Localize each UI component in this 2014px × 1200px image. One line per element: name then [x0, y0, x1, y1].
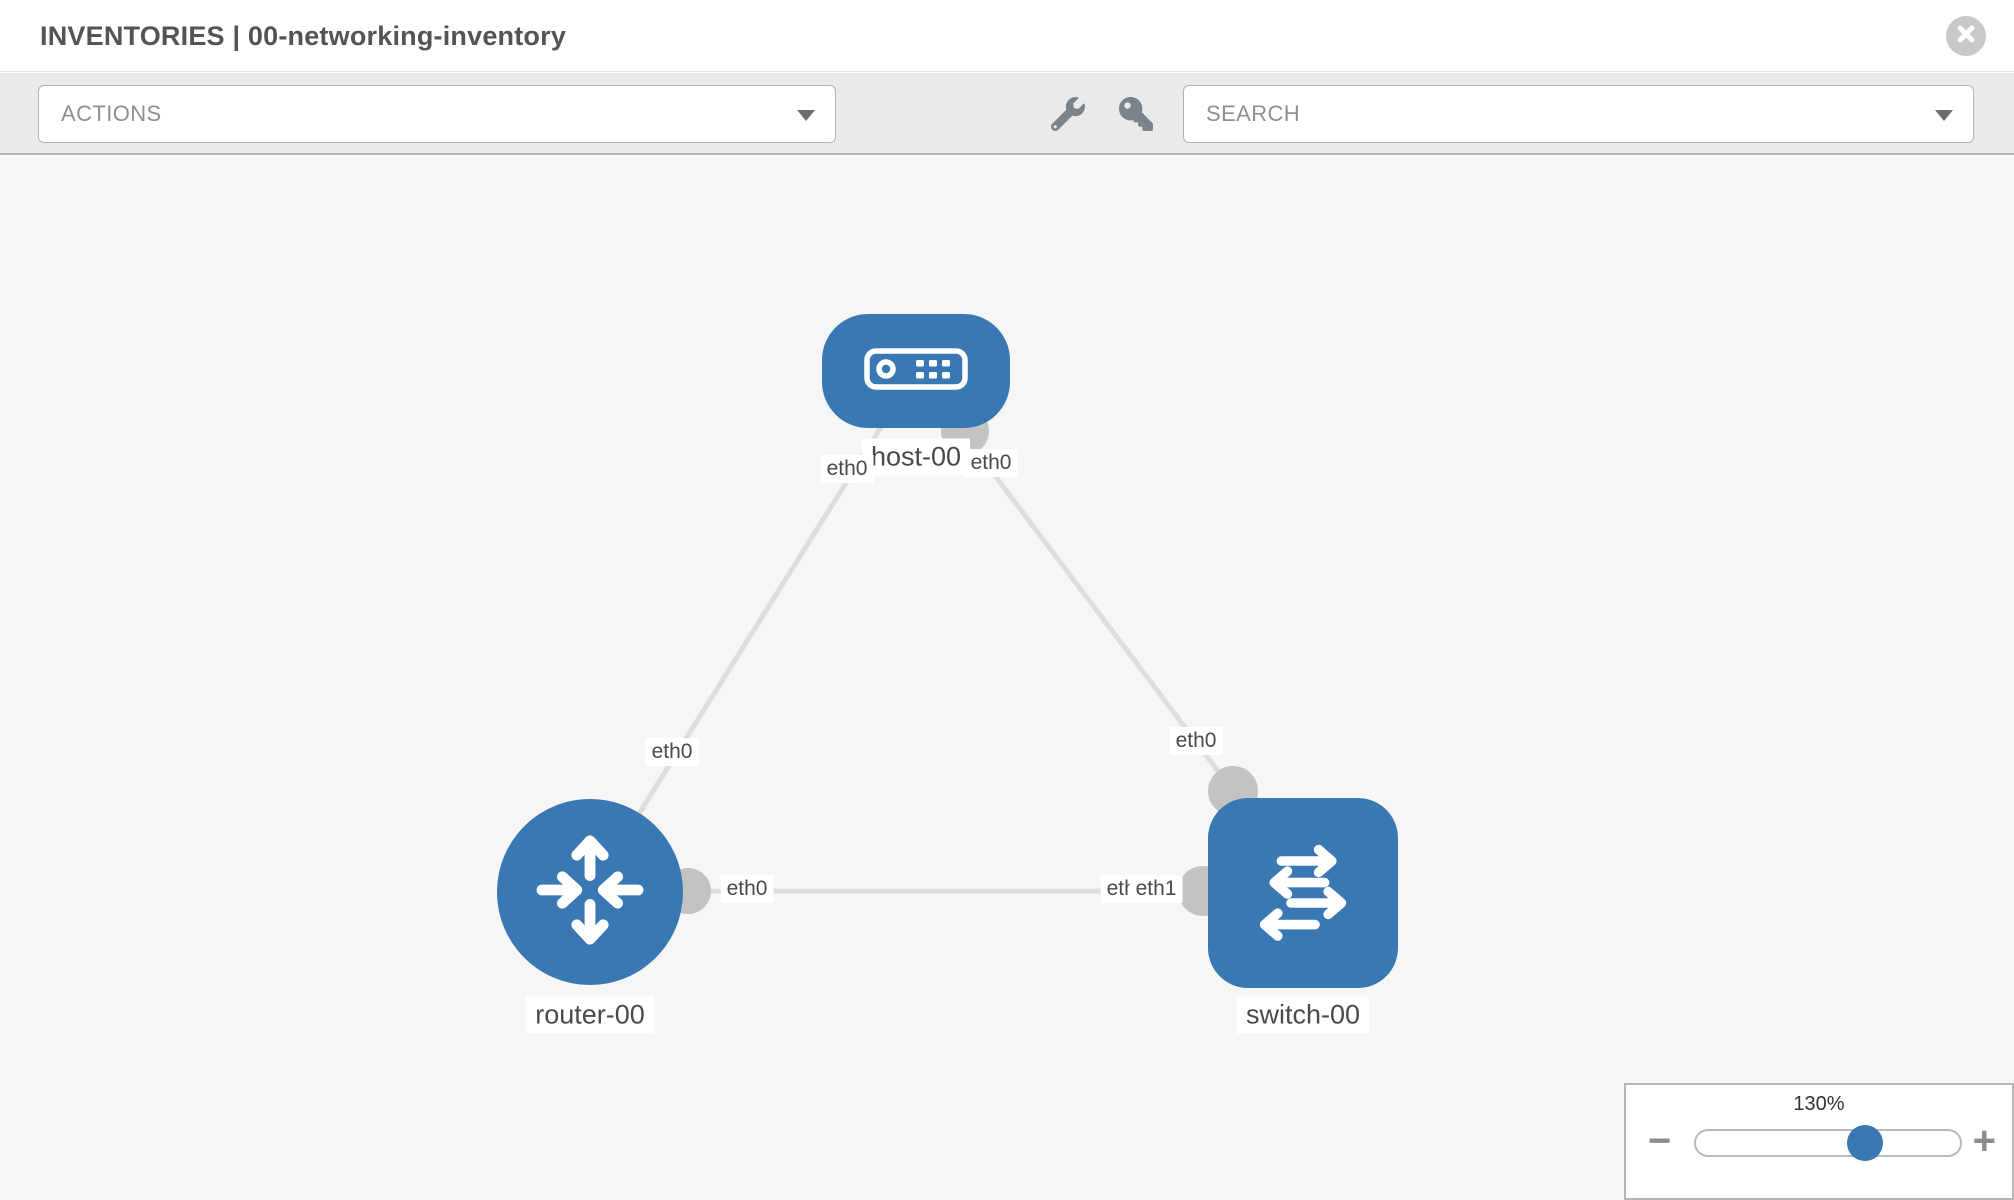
caret-down-icon — [797, 110, 815, 121]
host-icon — [864, 347, 968, 395]
topology-canvas[interactable]: host-00 router-00 switch-00 eth0 eth0 et… — [0, 157, 2014, 1200]
zoom-out-button minus-icon[interactable]: − — [1648, 1119, 1672, 1163]
search-dropdown[interactable]: SEARCH — [1183, 85, 1974, 143]
wrench-icon[interactable] — [1050, 97, 1085, 132]
router-icon — [530, 830, 650, 955]
iface-label-router-right: eth0 — [720, 875, 774, 903]
search-placeholder: SEARCH — [1206, 101, 1301, 126]
zoom-slider-track[interactable] — [1694, 1129, 1962, 1157]
node-router-00[interactable] — [497, 799, 683, 985]
iface-label-host-left: eth0 — [820, 455, 874, 483]
caret-down-icon — [1935, 110, 1953, 121]
iface-label-switch-top: eth0 — [1169, 727, 1223, 755]
zoom-level-value: 130% — [1793, 1093, 1845, 1115]
iface-label-switch-front: eth1 — [1129, 875, 1183, 903]
iface-label-host-right: eth0 — [964, 449, 1018, 477]
close-button[interactable] — [1946, 16, 1986, 56]
link-layer — [587, 369, 1235, 894]
switch-icon — [1243, 831, 1363, 956]
header-bar: INVENTORIES | 00-networking-inventory — [0, 0, 2014, 72]
iface-label-router-diagonal: eth0 — [645, 738, 699, 766]
actions-dropdown[interactable]: ACTIONS — [38, 85, 836, 143]
node-host-00[interactable] — [822, 314, 1010, 428]
zoom-control-panel: 130% − + — [1624, 1083, 2014, 1200]
node-label-router: router-00 — [526, 996, 654, 1034]
actions-dropdown-label: ACTIONS — [61, 101, 162, 126]
node-label-host: host-00 — [861, 438, 971, 476]
toolbar: ACTIONS SEARCH — [0, 73, 2014, 155]
key-icon[interactable] — [1119, 97, 1153, 131]
close-icon — [1956, 24, 1976, 49]
node-switch-00[interactable] — [1208, 798, 1398, 988]
zoom-slider-thumb[interactable] — [1847, 1125, 1883, 1161]
page-title: INVENTORIES | 00-networking-inventory — [40, 21, 567, 51]
node-label-switch: switch-00 — [1236, 996, 1370, 1034]
zoom-in-button plus-icon[interactable]: + — [1972, 1119, 1996, 1163]
